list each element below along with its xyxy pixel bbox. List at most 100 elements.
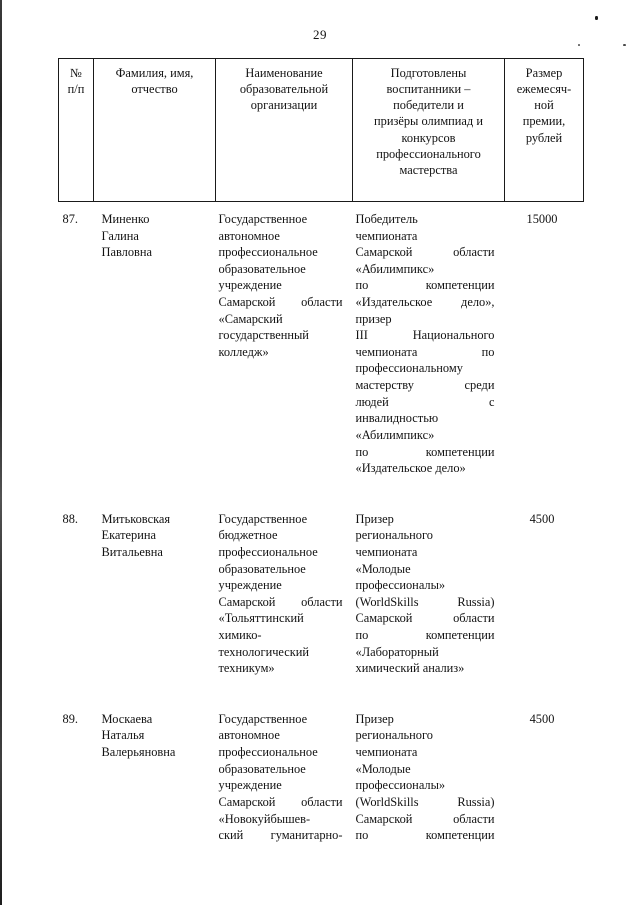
table-body: 87. Миненко Галина Павловна Государствен… [59,202,584,844]
text-line: (WorldSkills Russia) [355,594,495,609]
text-line: Государственное [218,511,308,526]
cell-achievements: Победитель чемпионата Самарской области … [353,202,505,477]
text-line: чемпионата по [355,344,495,359]
text-line: «Молодые [355,761,411,776]
table-row: 87. Миненко Галина Павловна Государствен… [59,202,584,477]
cell-organization: Государственное бюджетное профессиональн… [216,511,353,677]
text-line: Павловна [101,245,153,260]
text-line: Самарской области [355,811,495,826]
header-line: премии, [522,114,566,129]
text-line: химический анализ» [355,661,465,676]
text-line: Самарской области [218,594,343,609]
text-line: чемпионата [355,745,418,760]
text-line: Митьковская [101,511,171,526]
header-line: Фамилия, имя, [115,66,194,80]
cell-amount: 15000 [526,212,558,226]
cell-amount: 4500 [529,511,555,526]
text-line: профессионалы» [355,578,446,593]
text-line: профессиональному [355,361,463,376]
text-line: «Новокуйбышев- [218,811,311,826]
text-line: «Абилимпикс» [355,427,435,442]
page-number: 29 [313,27,327,42]
cell-number: 88. [62,511,79,526]
header-line: № [70,66,82,80]
table-row: 88. Митьковская Екатерина Витальевна Гос… [59,511,584,677]
text-line: ский гуманитарно- [218,828,343,843]
text-line: учреждение [218,578,282,593]
row-spacer [59,677,584,711]
scan-speck [595,16,598,20]
text-line: регионального [355,728,433,743]
header-line: профессионального [376,146,481,161]
header-line: п/п [67,82,85,97]
cell-number: 87. [62,212,79,226]
cell-amount: 4500 [529,711,555,726]
scan-edge-artifact [0,0,2,905]
text-line: Самарской области [218,794,343,809]
cell-achievements: Призер регионального чемпионата «Молодые… [353,711,505,844]
text-line: образовательное [218,761,306,776]
text-line: Москаева [101,711,153,726]
column-header-achievements: Подготовлены воспитанники – победители и… [352,58,505,202]
header-line: Подготовлены [390,66,467,80]
header-line: отчество [131,82,178,97]
text-line: профессиональное [218,745,318,760]
text-line: мастерству среди [355,378,495,393]
header-line: победители и [393,98,464,113]
text-line: профессиональное [218,544,318,559]
text-line: людей с [355,394,495,409]
cell-achievements: Призер регионального чемпионата «Молодые… [353,511,505,677]
text-line: автономное [218,228,280,243]
text-line: «Абилимпикс» [355,261,435,276]
text-line: профессиональное [218,245,318,260]
text-line: технологический [218,644,310,659]
text-line: Призер [355,511,394,526]
text-line: Призер [355,711,394,726]
cell-fullname: Москаева Наталья Валерьяновна [94,711,216,844]
text-line: Самарской области [218,295,343,310]
cell-organization: Государственное автономное профессиональ… [216,711,353,844]
text-line: по компетенции [355,828,495,843]
header-line: ной [534,98,554,113]
text-line: образовательное [218,261,306,276]
text-line: по компетенции [355,444,495,459]
text-line: Государственное [218,711,308,726]
text-line: чемпионата [355,228,418,243]
header-line: ежемесяч- [516,82,572,97]
header-line: воспитанники – [386,82,471,97]
text-line: Победитель [355,212,418,226]
header-line: организации [250,98,318,113]
table-row: 89. Москаева Наталья Валерьяновна Госуда… [59,711,584,844]
text-line: «Издательское дело», [355,295,495,310]
text-line: автономное [218,728,280,743]
text-line: Галина [101,228,139,243]
text-line: чемпионата [355,544,418,559]
text-line: Миненко [101,212,150,226]
cell-fullname: Митьковская Екатерина Витальевна [94,511,216,677]
text-line: колледж» [218,344,269,359]
text-line: Валерьяновна [101,745,176,760]
text-line: «Тольяттинский [218,611,304,626]
header-line: мастерства [399,162,458,177]
text-line: «Молодые [355,561,411,576]
header-line: конкурсов [401,130,456,145]
header-line: Наименование [245,66,323,80]
text-line: III Национального [355,328,495,343]
cell-number: 89. [62,711,79,726]
header-line: образовательной [239,82,329,97]
awards-table: № п/п Фамилия, имя, отчество Наименовани… [58,58,584,844]
text-line: Витальевна [101,544,163,559]
text-line: «Издательское дело» [355,461,466,476]
text-line: (WorldSkills Russia) [355,794,495,809]
header-line: призёры олимпиад и [374,114,483,129]
cell-fullname: Миненко Галина Павловна [94,202,216,477]
scan-speck [623,44,626,46]
text-line: Наталья [101,728,145,743]
text-line: инвалидностью [355,411,439,426]
text-line: техникум» [218,661,275,676]
table-header: № п/п Фамилия, имя, отчество Наименовани… [58,58,584,202]
row-spacer [59,477,584,511]
text-line: «Самарский [218,311,283,326]
table-header-row: № п/п Фамилия, имя, отчество Наименовани… [58,58,584,202]
header-line: Размер [525,66,563,80]
